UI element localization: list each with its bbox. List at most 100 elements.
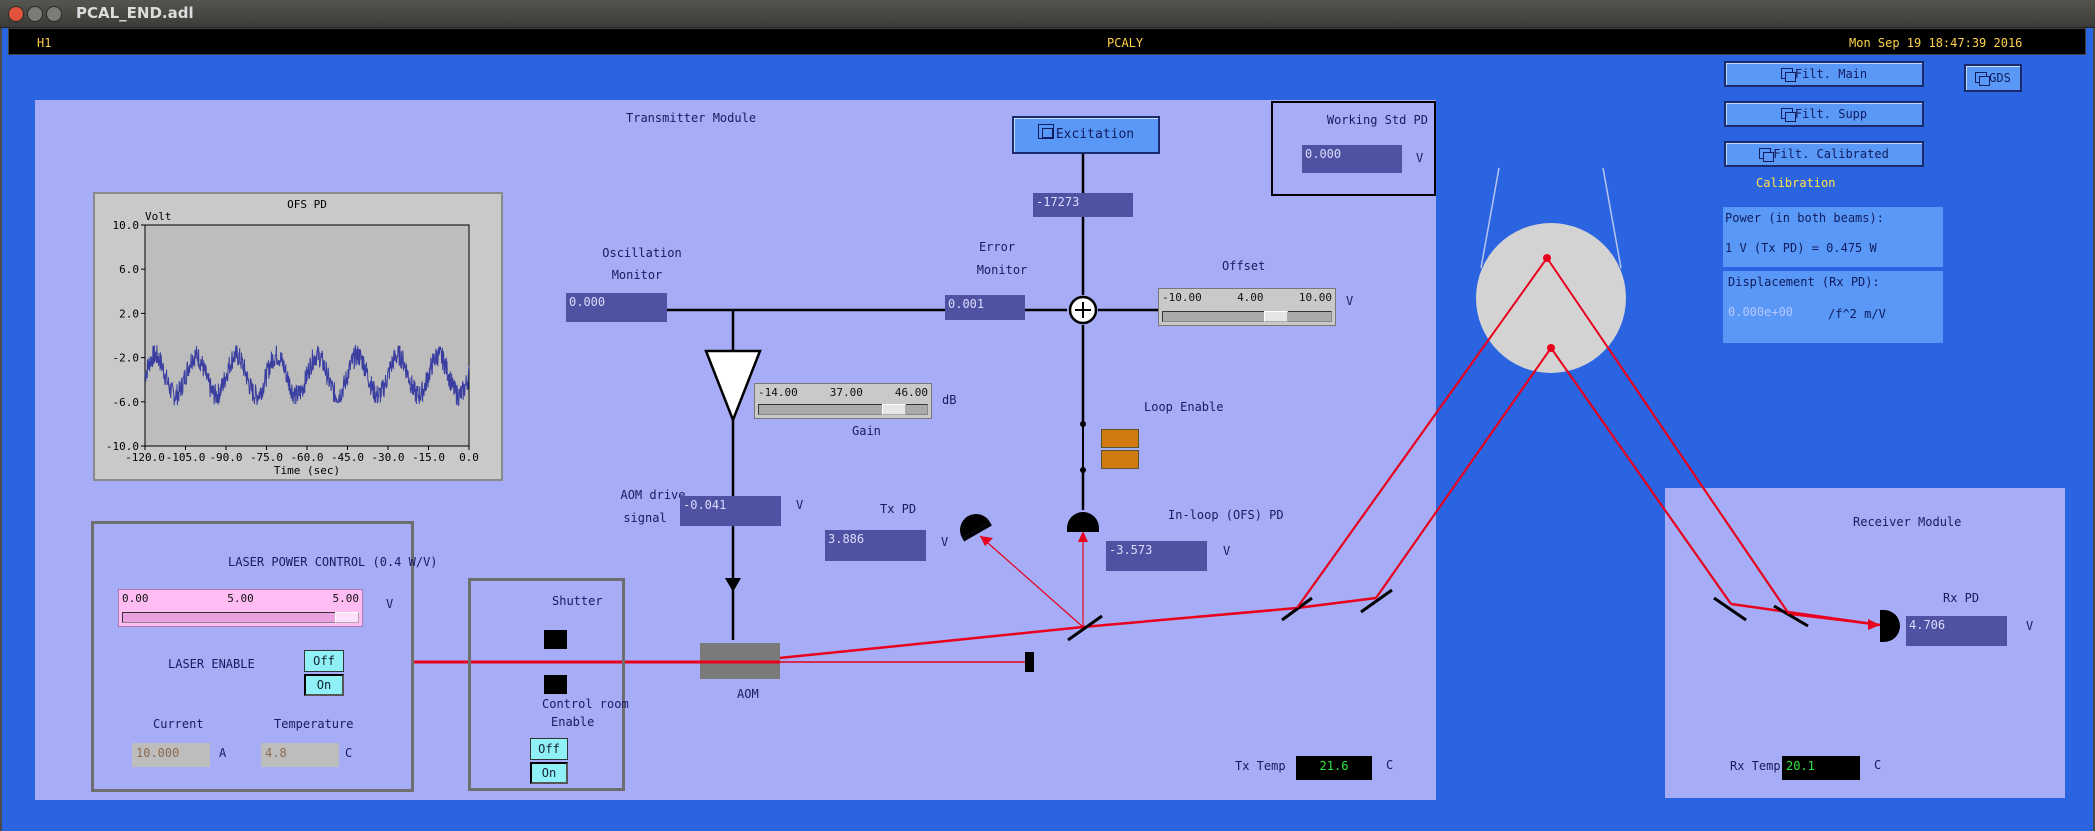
excitation-value: -17273 [1033,193,1133,217]
window-title: PCAL_END.adl [76,4,194,22]
current-unit: A [219,746,227,760]
shutter-on-button[interactable]: On [530,762,568,784]
x-tick-label: 0.0 [459,451,479,464]
laser-on-button[interactable]: On [304,674,344,696]
current-label: Current [153,717,204,731]
osc-monitor-label-2: Monitor [611,268,663,282]
x-tick-label: -15.0 [412,451,445,464]
laser-power-current: 5.00 [227,592,254,605]
working-std-title: Working Std PD [1326,113,1428,127]
laser-power-title: LASER POWER CONTROL (0.4 W/V) [228,555,438,569]
offset-current: 4.00 [1237,291,1264,304]
filt-calibrated-button[interactable]: Filt. Calibrated [1724,141,1924,167]
gain-current: 37.00 [829,386,863,399]
maximize-icon[interactable] [46,6,62,22]
minimize-icon[interactable] [27,6,43,22]
timestamp: Mon Sep 19 18:47:39 2016 [1849,36,2023,50]
window-icon [1759,148,1775,162]
gain-thumb[interactable] [882,404,907,415]
mirror-icon [1773,604,1809,628]
filt-main-button[interactable]: Filt. Main [1724,61,1924,87]
system-label: PCALY [1107,36,1144,50]
mirror-icon [1067,614,1103,642]
shutter-enable-label: Enable [551,715,595,729]
gds-button[interactable]: GDS [1964,64,2022,92]
filt-supp-label: Filt. Supp [1794,107,1868,121]
displacement-info-box: Displacement (Rx PD): 0.000e+00 /f^2 m/V [1723,271,1943,343]
laser-enable-label: LASER ENABLE [168,657,255,671]
chart-ylabel: Volt [145,210,172,223]
window-icon [1975,72,1991,86]
calibration-label: Calibration [1756,176,1836,190]
close-icon[interactable] [8,6,24,22]
chart-plot-area [144,224,470,447]
displacement-unit: /f^2 m/V [1828,307,1886,321]
excitation-label: Excitation [1055,127,1135,142]
laser-power-thumb[interactable] [335,612,359,623]
window-icon [1780,108,1796,122]
filt-supp-button[interactable]: Filt. Supp [1724,101,1924,127]
filt-main-label: Filt. Main [1794,67,1868,81]
rx-pd-label: Rx PD [1943,591,1980,605]
err-monitor-label-1: Error [978,240,1016,254]
control-room-label: Control room [542,697,629,711]
shutter-off-button[interactable]: Off [530,738,568,760]
err-monitor-label-2: Monitor [976,263,1028,277]
displacement-value: 0.000e+00 [1728,305,1794,319]
loop-enable-label: Loop Enable [1144,400,1224,414]
temperature-unit: C [345,746,353,760]
aom-drive-label-2: signal [623,511,667,525]
power-info-box: Power (in both beams): 1 V (Tx PD) = 0.4… [1723,207,1943,267]
err-monitor-value: 0.001 [945,295,1025,320]
tx-temp-unit: C [1386,758,1394,772]
receiver-title: Receiver Module [1853,515,1962,529]
chart-title: OFS PD [287,198,327,211]
laser-off-button[interactable]: Off [304,650,344,672]
aom-drive-unit: V [796,498,804,512]
tx-temp-value: 21.6 [1296,756,1372,780]
window-icon [1780,68,1796,82]
x-tick-label: -60.0 [290,451,323,464]
loop-enable-button-top[interactable] [1101,429,1139,448]
rx-pd-unit: V [2026,619,2034,633]
y-tick-label: -10.0 [106,440,139,453]
loop-enable-button-bottom[interactable] [1101,450,1139,469]
power-title: Power (in both beams): [1725,211,1884,225]
amplifier-icon [704,349,762,424]
laser-power-max: 5.00 [332,592,360,605]
working-std-value: 0.000 [1302,145,1402,173]
mirror-icon [1281,596,1313,622]
filt-calibrated-label: Filt. Calibrated [1773,147,1889,161]
chart-xlabel: Time (sec) [274,464,340,477]
osc-monitor-value: 0.000 [566,293,667,322]
mirror-icon [1713,596,1747,622]
y-tick-label: 2.0 [119,307,139,320]
y-tick-label: -2.0 [113,352,140,365]
offset-thumb[interactable] [1264,311,1289,322]
temperature-label: Temperature [274,717,354,731]
shutter-indicator-bottom [544,675,567,694]
temperature-value: 4.8 [261,743,339,767]
tx-temp-label: Tx Temp [1235,759,1286,773]
y-tick-label: -6.0 [113,396,140,409]
rx-temp-unit: C [1874,758,1882,772]
x-tick-label: -75.0 [250,451,283,464]
rx-temp-value: 20.1 [1782,756,1860,780]
test-mass-icon [1476,223,1626,373]
aom-drive-label-1: AOM drive [620,488,686,502]
beam-dump-icon [1025,652,1034,672]
inloop-pd-icon [1067,512,1099,532]
offset-min: -10.00 [1162,291,1202,304]
x-tick-label: -105.0 [166,451,206,464]
window-titlebar: PCAL_END.adl [0,0,2095,28]
excitation-button[interactable]: Excitation [1012,116,1160,154]
working-std-box: Working Std PD 0.000 V [1271,101,1436,196]
